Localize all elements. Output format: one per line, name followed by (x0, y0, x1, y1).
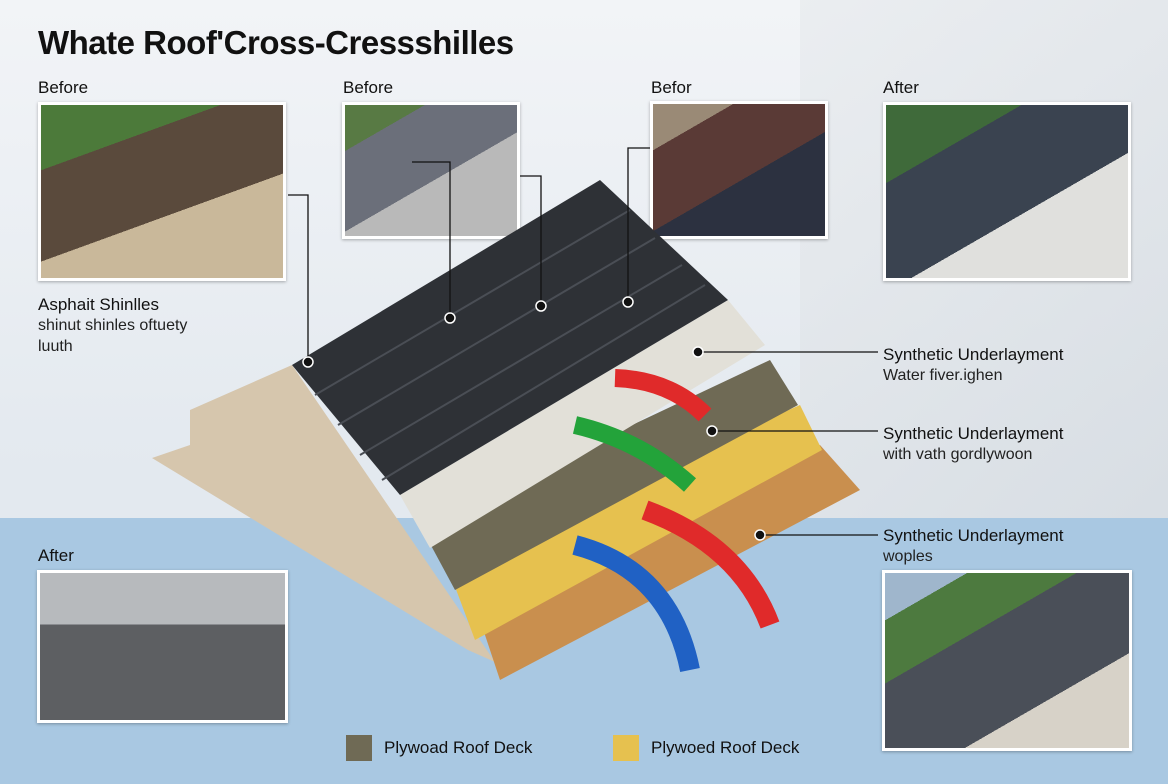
callout-desc: Water fiver.ighen (883, 367, 1003, 384)
blue-arrow (572, 535, 700, 673)
green-arrow (572, 416, 697, 492)
callout-desc: woples (883, 548, 933, 565)
before-photo-2 (342, 102, 520, 239)
before-photo-3 (650, 101, 828, 239)
callout-title: Synthetic Underlayment (883, 526, 1064, 545)
callout-title: Asphait Shinlles (38, 295, 159, 314)
callout-title: Synthetic Underlayment (883, 345, 1064, 364)
callout-line: luuth (38, 338, 73, 355)
wood-deck-layer (470, 445, 860, 680)
legend-swatch-olive (346, 735, 372, 761)
before-photo-1 (38, 102, 286, 281)
callout-line: shinut shinles oftuety (38, 317, 188, 334)
red-arrow-bottom (641, 500, 780, 629)
underlayment-callout-2: Synthetic Underlayment with vath gordlywo… (883, 423, 1063, 465)
after-photo-2 (37, 570, 288, 723)
yellow-layer (445, 405, 822, 640)
legend-label: Plywoed Roof Deck (651, 738, 800, 757)
legend-label: Plywoad Roof Deck (384, 738, 533, 757)
underlayment-callout-3: Synthetic Underlayment woples (883, 525, 1063, 567)
olive-layer (420, 360, 798, 590)
photo-label: Before (38, 78, 89, 97)
pointer-lines (288, 147, 878, 536)
page-title: Whate Roof'Cross-Cressshilles (38, 24, 514, 61)
photo-label: After (38, 546, 74, 565)
photo-label: After (883, 78, 919, 97)
photo-label: Befor (651, 78, 692, 97)
after-photo-1 (883, 102, 1131, 281)
pointer-dots (302, 296, 766, 541)
gable-end (152, 365, 495, 662)
callout-title: Synthetic Underlayment (883, 424, 1064, 443)
photo-label: Before (343, 78, 394, 97)
after-photo-3 (882, 570, 1132, 751)
legend-swatch-yellow (613, 735, 639, 761)
callout-desc: with vath gordlywoon (883, 446, 1033, 463)
asphalt-callout: Asphait Shinlles shinut shinles oftuety … (38, 294, 187, 357)
red-arrow-top (614, 369, 712, 422)
